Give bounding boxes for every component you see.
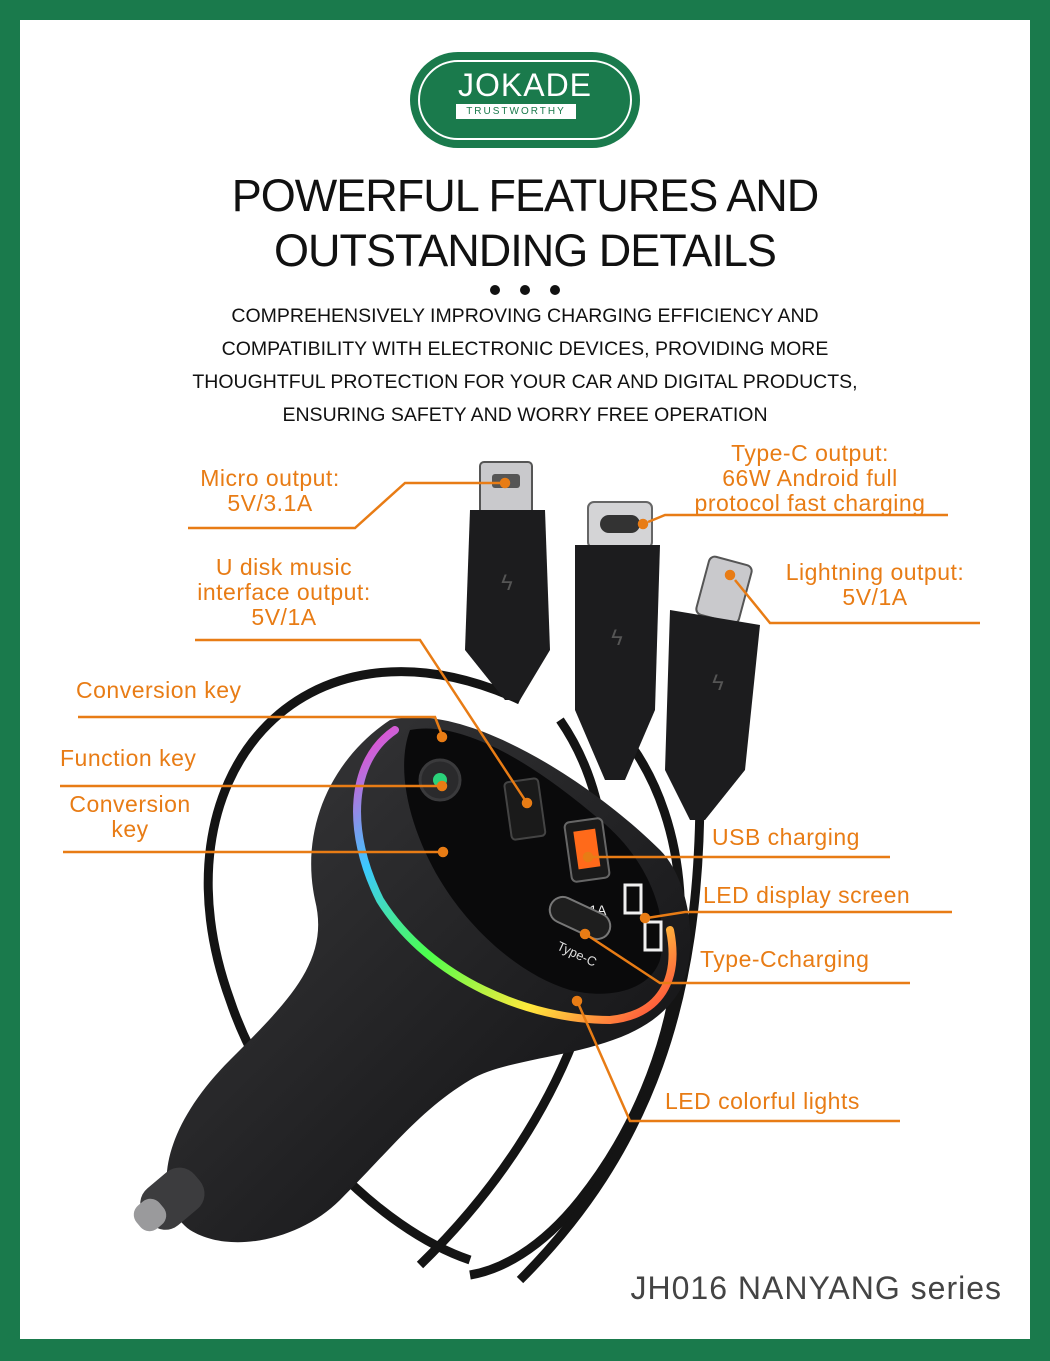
lightning-line-2: 5V/1A xyxy=(842,584,908,610)
heading-line-1: POWERFUL FEATURES AND xyxy=(231,170,820,221)
charger-body: 3.1A Type-C xyxy=(133,717,691,1243)
callout-lines xyxy=(60,477,980,1123)
brand-logo: JOKADE TRUSTWORTHY xyxy=(410,52,640,148)
typec-out-line-1: Type-C output: xyxy=(731,440,889,466)
subtitle-line-1: COMPREHENSIVELY IMPROVING CHARGING EFFIC… xyxy=(231,305,819,327)
callout-typec-charging: Type-Ccharging xyxy=(700,946,870,972)
series-name: JH016 NANYANG series xyxy=(630,1270,1002,1306)
brand-name: JOKADE xyxy=(457,67,593,103)
callout-led-display: LED display screen xyxy=(703,882,911,908)
typec-out-line-3: protocol fast charging xyxy=(694,490,926,516)
callout-function-key: Function key xyxy=(60,745,197,771)
svg-text:ϟ: ϟ xyxy=(712,670,724,695)
callout-conversion-key-1: Conversion key xyxy=(76,677,242,703)
subtitle-line-4: ENSURING SAFETY AND WORRY FREE OPERATION xyxy=(282,404,768,426)
callout-usb-charging: USB charging xyxy=(712,824,860,850)
logo-ring xyxy=(418,60,632,140)
micro-line-1: Micro output: xyxy=(200,465,340,491)
callout-led-lights: LED colorful lights xyxy=(665,1088,860,1114)
micro-line-2: 5V/3.1A xyxy=(227,490,313,516)
conversion-key-2-line-2: key xyxy=(111,816,149,842)
brand-tagline: TRUSTWORTHY xyxy=(456,104,576,119)
svg-text:ϟ: ϟ xyxy=(611,625,623,650)
heading-line-2: OUTSTANDING DETAILS xyxy=(274,225,777,276)
svg-text:ϟ: ϟ xyxy=(501,570,513,595)
typec-cable: ϟ xyxy=(575,501,660,780)
divider-dots xyxy=(0,282,1050,300)
udisk-line-3: 5V/1A xyxy=(251,604,317,630)
callout-typec-output: Type-C output: 66W Android full protocol… xyxy=(660,441,960,516)
callout-conversion-key-2: Conversion key xyxy=(56,792,204,842)
udisk-line-2: interface output: xyxy=(197,579,371,605)
conversion-key-2-line-1: Conversion xyxy=(69,791,191,817)
typec-out-line-2: 66W Android full xyxy=(722,465,898,491)
subtitle-line-2: COMPATIBILITY WITH ELECTRONIC DEVICES, P… xyxy=(221,338,829,360)
udisk-line-1: U disk music xyxy=(215,554,353,580)
lightning-cable: ϟ xyxy=(665,555,760,820)
callout-micro-output: Micro output: 5V/3.1A xyxy=(180,466,360,516)
lightning-line-1: Lightning output: xyxy=(785,559,965,585)
callout-lightning-output: Lightning output: 5V/1A xyxy=(760,560,990,610)
callout-udisk-output: U disk music interface output: 5V/1A xyxy=(178,555,390,630)
micro-cable: ϟ xyxy=(465,461,550,700)
subtitle-line-3: THOUGHTFUL PROTECTION FOR YOUR CAR AND D… xyxy=(192,371,858,393)
